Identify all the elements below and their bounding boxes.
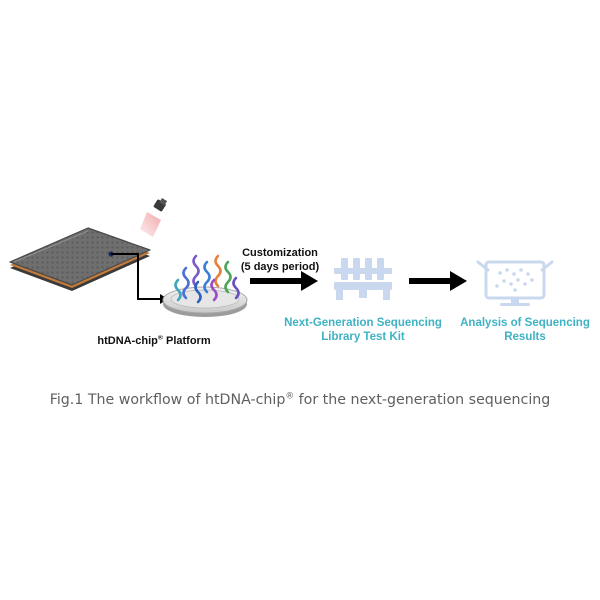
analysis-label: Analysis of Sequencing Results xyxy=(452,316,598,344)
caption-prefix: Fig.1 The workflow of htDNA-chip xyxy=(49,392,286,408)
platform-name: htDNA-chip xyxy=(97,335,158,347)
process-arrow-2 xyxy=(409,271,467,291)
customization-line-2: (5 days period) xyxy=(240,261,320,273)
dna-petri-dish-icon xyxy=(162,254,248,317)
ngs-kit-label: Next-Generation Sequencing Library Test … xyxy=(280,316,446,344)
ngs-kit-line-1: Next-Generation Sequencing xyxy=(284,317,442,329)
laser-emitter-icon xyxy=(140,198,168,237)
dna-chip-icon xyxy=(9,227,151,291)
analysis-monitor-icon xyxy=(476,260,554,306)
customization-label: Customization (5 days period) xyxy=(232,246,328,274)
caption-suffix: for the next-generation sequencing xyxy=(294,392,551,408)
analysis-line-1: Analysis of Sequencing xyxy=(460,317,590,329)
caption-registered-mark: ® xyxy=(285,391,295,402)
registered-mark: ® xyxy=(157,334,163,342)
ngs-kit-line-2: Library Test Kit xyxy=(321,331,405,343)
platform-label: htDNA-chip® Platform xyxy=(80,334,228,347)
figure-caption: Fig.1 The workflow of htDNA-chip® for th… xyxy=(0,392,600,408)
customization-line-1: Customization xyxy=(242,247,318,259)
process-arrow-1 xyxy=(250,271,318,291)
library-kit-icon xyxy=(334,258,392,300)
analysis-line-2: Results xyxy=(504,331,546,343)
platform-suffix: Platform xyxy=(162,335,211,347)
